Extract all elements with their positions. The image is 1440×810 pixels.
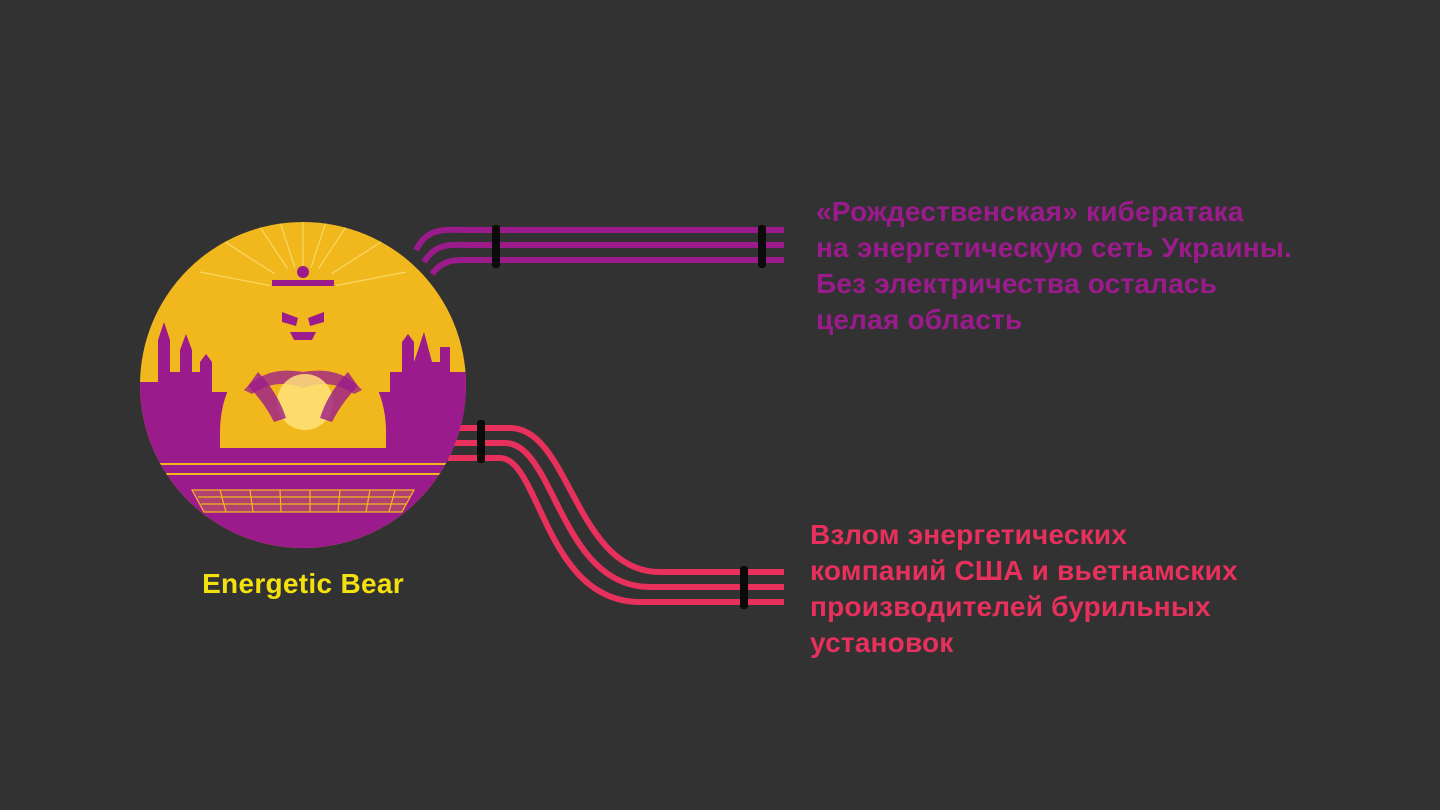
note-top-line: «Рождественская» кибератака <box>816 196 1244 227</box>
bottom-connector-line-3 <box>448 455 784 605</box>
note-top-line: целая область <box>816 304 1023 335</box>
bottom-connector <box>448 420 784 609</box>
bottom-connector-line-2 <box>452 440 784 590</box>
bottom-connector-marker-right <box>740 566 748 609</box>
emblem-caption: Energetic Bear <box>202 568 404 599</box>
top-connector-marker-right <box>758 225 766 268</box>
top-connector <box>413 225 784 276</box>
note-top-line: на энергетическую сеть Украины. <box>816 232 1292 263</box>
note-top-line: Без электричества осталась <box>816 268 1218 299</box>
note-top: «Рождественская» кибератака на энергетич… <box>816 194 1292 338</box>
energetic-bear-emblem-icon <box>140 222 466 548</box>
note-bottom-line: производителей бурильных <box>810 591 1211 622</box>
top-connector-marker-left <box>492 225 500 268</box>
top-connector-line-2 <box>421 241 784 264</box>
bottom-connector-marker-left <box>477 420 485 463</box>
note-bottom-line: Взлом энергетических <box>810 519 1128 550</box>
note-bottom-line: установок <box>810 627 954 658</box>
bottom-connector-line-1 <box>455 425 784 575</box>
top-connector-line-3 <box>429 256 784 276</box>
note-bottom-line: компаний США и вьетнамских <box>810 555 1238 586</box>
top-connector-line-1 <box>413 226 784 252</box>
note-bottom: Взлом энергетических компаний США и вьет… <box>810 517 1238 661</box>
